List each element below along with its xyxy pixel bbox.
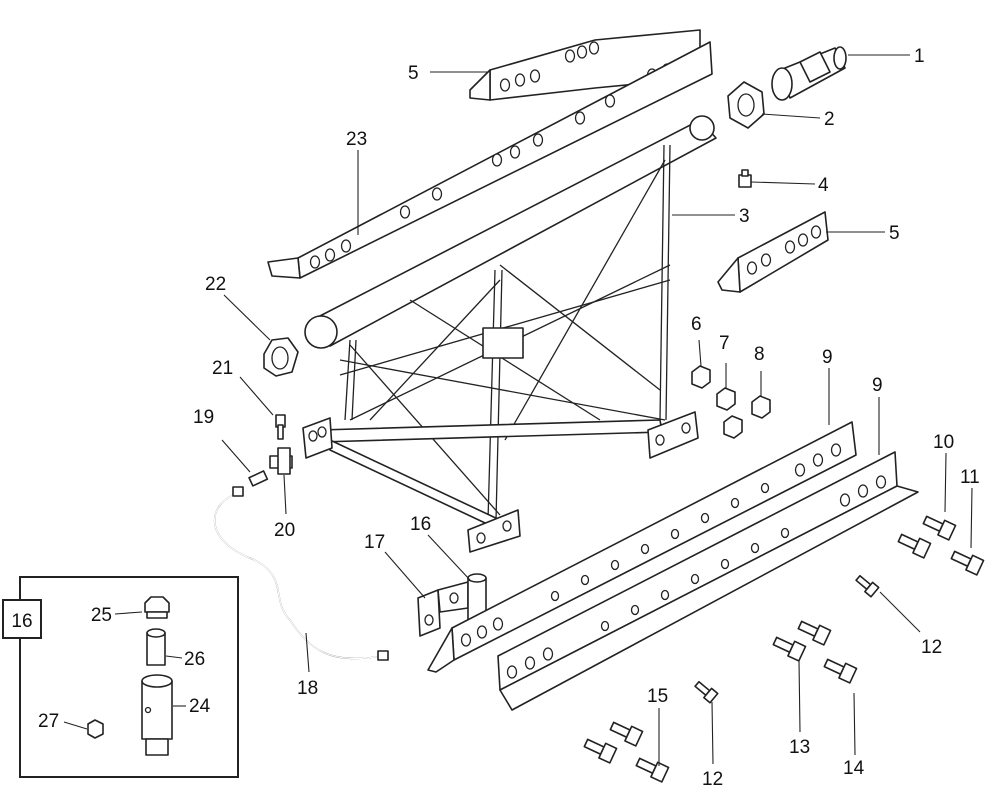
callouts: 1 2 4 5 5 23 3 22 6 7 8 9 9 21 19 20 16 bbox=[193, 46, 980, 790]
hex-nuts-small bbox=[691, 365, 771, 439]
callout-5-top: 5 bbox=[408, 63, 419, 84]
jam-nut bbox=[263, 337, 299, 377]
callout-11: 11 bbox=[960, 467, 980, 488]
callout-8: 8 bbox=[754, 344, 765, 365]
callout-12-bottom: 12 bbox=[702, 769, 723, 790]
callout-20: 20 bbox=[274, 520, 295, 541]
callout-12-right: 12 bbox=[921, 637, 942, 658]
bolts bbox=[583, 515, 985, 783]
callout-23: 23 bbox=[346, 129, 367, 150]
angle-rail bbox=[267, 41, 713, 279]
hex-nut-large bbox=[727, 81, 765, 129]
callout-6: 6 bbox=[691, 314, 702, 335]
callout-1: 1 bbox=[914, 46, 925, 67]
inset-tag: 16 bbox=[11, 611, 32, 632]
callout-19: 19 bbox=[193, 407, 214, 428]
hydraulic-hose bbox=[213, 486, 389, 661]
tee-fitting bbox=[248, 447, 293, 487]
callout-16: 16 bbox=[410, 514, 431, 535]
callout-21: 21 bbox=[212, 358, 233, 379]
pivot-pin bbox=[467, 573, 487, 623]
grease-fitting bbox=[738, 169, 752, 188]
angle-bar-2 bbox=[497, 451, 919, 711]
callout-22: 22 bbox=[205, 274, 226, 295]
callout-2: 2 bbox=[824, 109, 835, 130]
callout-3: 3 bbox=[739, 206, 750, 227]
callout-13: 13 bbox=[789, 737, 810, 758]
callout-10: 10 bbox=[933, 432, 954, 453]
callout-18: 18 bbox=[297, 678, 318, 699]
callout-5-right: 5 bbox=[889, 223, 900, 244]
callout-9-b: 9 bbox=[872, 375, 883, 396]
inset-label-24: 24 bbox=[189, 696, 211, 717]
callout-14: 14 bbox=[843, 758, 865, 779]
angle-bar-1 bbox=[427, 421, 857, 673]
threaded-nipple bbox=[771, 46, 847, 101]
callout-17: 17 bbox=[364, 532, 385, 553]
callout-4: 4 bbox=[818, 175, 829, 196]
angle-plate-right bbox=[717, 211, 829, 293]
inset-label-25: 25 bbox=[91, 605, 112, 626]
mount-bracket bbox=[417, 581, 469, 637]
elbow-fitting bbox=[275, 414, 286, 440]
inset-label-27: 27 bbox=[38, 711, 59, 732]
callout-15: 15 bbox=[647, 686, 668, 707]
inset-detail-box: 16 25 26 24 27 bbox=[2, 576, 239, 778]
callout-9-a: 9 bbox=[822, 347, 833, 368]
callout-7: 7 bbox=[719, 333, 730, 354]
main-frame bbox=[302, 115, 717, 553]
inset-label-26: 26 bbox=[184, 649, 205, 670]
